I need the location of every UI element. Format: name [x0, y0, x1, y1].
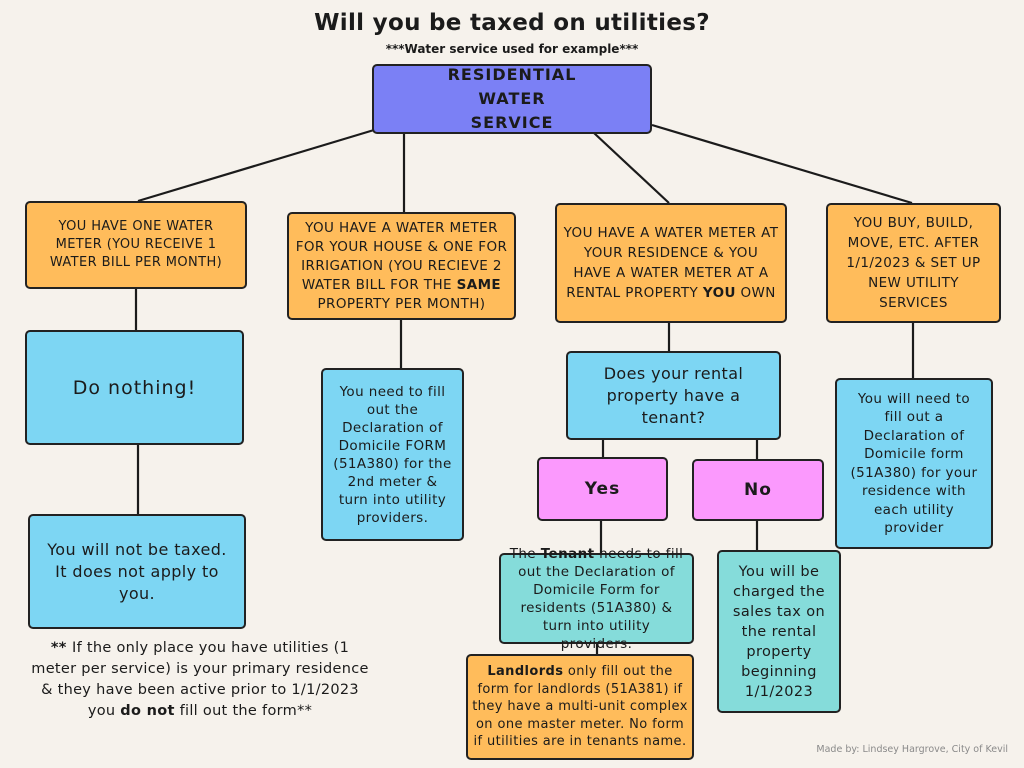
branch-new-service-text: YOU BUY, BUILD, MOVE, ETC. AFTER 1/1/202…: [846, 215, 981, 311]
outcome-tenant-text-pre: The: [509, 545, 541, 562]
outcome-new-service: You will need to fill out a Declaration …: [835, 378, 993, 549]
outcome-not-taxed-text: You will not be taxed. It does not apply…: [47, 539, 227, 603]
branch-irrigation: YOU HAVE A WATER METER FOR YOUR HOUSE & …: [287, 212, 516, 320]
outcome-new-service-text: You will need to fill out a Declaration …: [850, 390, 978, 537]
outcome-irrigation: You need to fill out the Declaration of …: [321, 368, 464, 541]
choice-no: No: [692, 459, 824, 521]
branch-rental-emphasis: YOU: [702, 285, 736, 301]
page-subtitle: ***Water service used for example***: [385, 42, 639, 56]
branch-new-service: YOU BUY, BUILD, MOVE, ETC. AFTER 1/1/202…: [826, 203, 1001, 323]
branch-irrigation-emphasis: SAME: [456, 276, 502, 293]
outcome-no-tenant-text: You will be charged the sales tax on the…: [732, 563, 826, 700]
branch-rental-text: YOU HAVE A WATER METER AT YOUR RESIDENCE…: [563, 223, 779, 303]
outcome-irrigation-text: You need to fill out the Declaration of …: [333, 383, 452, 526]
outcome-not-taxed: You will not be taxed. It does not apply…: [28, 514, 246, 629]
choice-no-label: No: [744, 480, 772, 500]
branch-rental-text-post: OWN: [735, 285, 776, 301]
choice-yes-label: Yes: [584, 479, 621, 499]
branch-rental: YOU HAVE A WATER METER AT YOUR RESIDENCE…: [555, 203, 787, 323]
branch-one-meter-text: YOU HAVE ONE WATER METER (YOU RECEIVE 1 …: [49, 219, 223, 270]
footnote-text-post: fill out the form**: [174, 703, 313, 719]
footnote-emphasis: do not: [120, 703, 175, 719]
outcome-landlord: Landlords only fill out the form for lan…: [466, 654, 694, 760]
page-title: Will you be taxed on utilities?: [314, 10, 710, 36]
outcome-do-nothing: Do nothing!: [25, 330, 244, 445]
footnote-prefix: **: [50, 640, 73, 656]
outcome-tenant: The Tenant needs to fill out the Declara…: [499, 546, 694, 652]
outcome-do-nothing-text: Do nothing!: [72, 376, 197, 399]
outcome-tenant-text: The Tenant needs to fill out the Declara…: [505, 545, 688, 653]
outcome-landlord-emphasis: Landlords: [487, 664, 564, 680]
branch-one-meter: YOU HAVE ONE WATER METER (YOU RECEIVE 1 …: [25, 201, 247, 289]
branch-rental-text-pre: YOU HAVE A WATER METER AT YOUR RESIDENCE…: [563, 225, 779, 301]
branch-irrigation-text-post: PROPERTY PER MONTH): [317, 295, 486, 312]
branch-irrigation-text: YOU HAVE A WATER METER FOR YOUR HOUSE & …: [295, 219, 508, 314]
outcome-landlord-text-post: only fill out the form for landlords (51…: [472, 664, 688, 750]
root-label: RESIDENTIAL WATER SERVICE: [447, 65, 577, 132]
outcome-no-tenant: You will be charged the sales tax on the…: [717, 550, 841, 713]
tenant-question-text: Does your rental property have a tenant?: [603, 363, 744, 427]
connector-root-rental: [593, 132, 670, 204]
footnote-text-pre: If the only place you have utilities (1 …: [31, 640, 369, 719]
outcome-tenant-emphasis: Tenant: [540, 545, 595, 562]
outcome-landlord-text: Landlords only fill out the form for lan…: [472, 663, 688, 751]
connector-root-new-service: [651, 123, 913, 205]
footnote: ** If the only place you have utilities …: [30, 638, 370, 722]
outcome-tenant-text-post: needs to fill out the Declaration of Dom…: [518, 545, 684, 652]
credit-text: Made by: Lindsey Hargrove, City of Kevil: [816, 744, 1008, 755]
choice-yes: Yes: [537, 457, 668, 521]
branch-irrigation-text-pre: YOU HAVE A WATER METER FOR YOUR HOUSE & …: [295, 219, 508, 293]
tenant-question: Does your rental property have a tenant?: [566, 351, 781, 440]
root-node: RESIDENTIAL WATER SERVICE: [372, 64, 652, 134]
connector-root-one-meter: [137, 128, 375, 203]
